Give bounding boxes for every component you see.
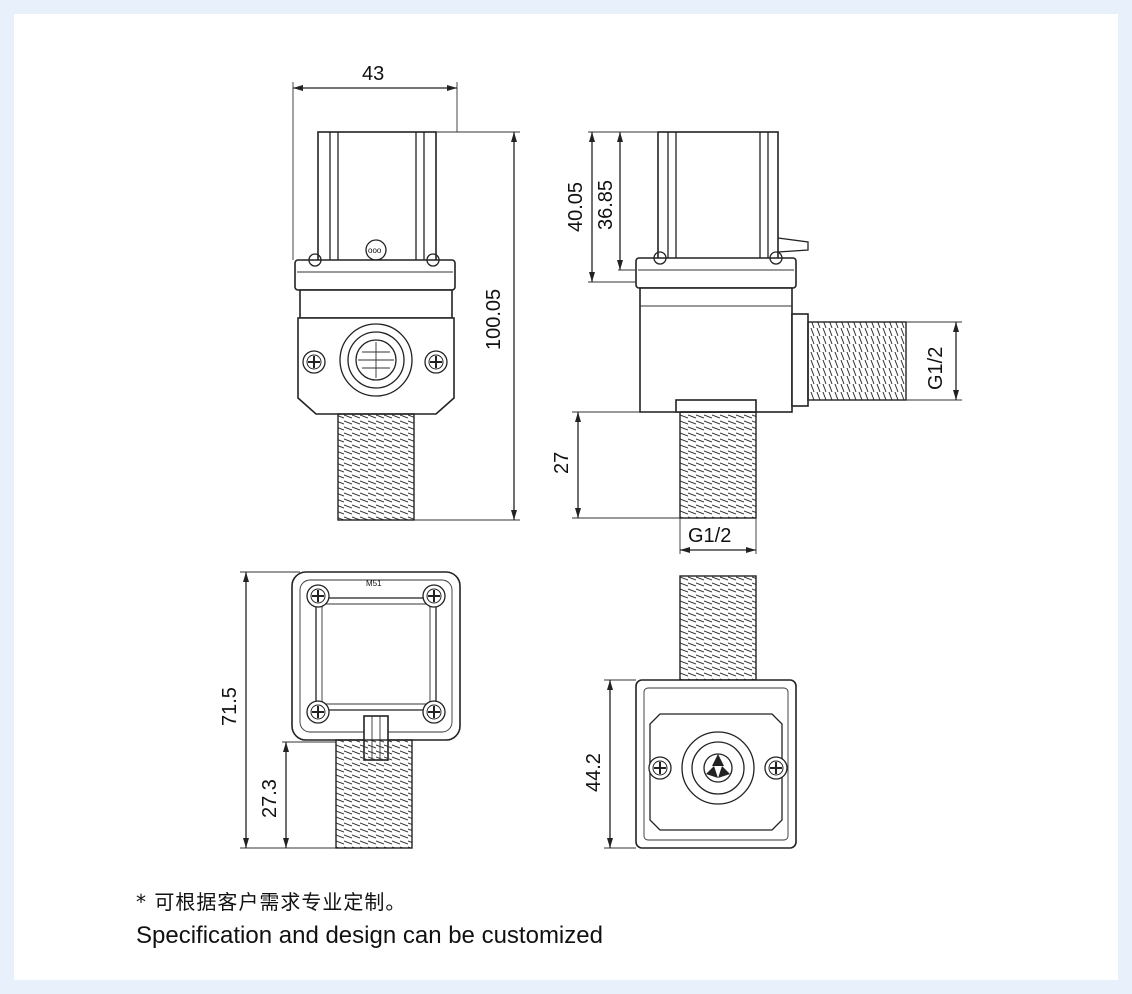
dim-cap-outer: 40.05: [565, 182, 587, 232]
front-view: ooo: [294, 131, 456, 521]
side-view-dimensions: 40.05 36.85 G1/2 27 G1/2: [551, 131, 962, 554]
dim-top-view-thread: 27.3: [259, 779, 281, 818]
bottom-view: [635, 575, 797, 849]
drawing-panel: [14, 14, 1118, 980]
top-view-dimensions: 71.5 27.3: [219, 571, 336, 849]
dim-side-thread: G1/2: [925, 347, 947, 390]
svg-text:ooo: ooo: [368, 246, 382, 255]
dim-top-width: 43: [362, 63, 384, 85]
dim-cap-inner: 36.85: [595, 180, 617, 230]
top-view: M51: [291, 571, 461, 849]
model-mark: M51: [366, 579, 382, 588]
dim-total-height: 100.05: [483, 289, 505, 350]
note-english: Specification and design can be customiz…: [136, 922, 603, 949]
note-chinese: * 可根据客户需求专业定制。: [136, 890, 407, 914]
dim-top-view-height: 71.5: [219, 687, 241, 726]
dim-bottom-view-height: 44.2: [583, 753, 605, 792]
front-view-dimensions: 43 100.05: [292, 63, 520, 521]
bottom-view-dimensions: 44.2: [583, 679, 636, 849]
dim-bottom-thread: G1/2: [688, 525, 731, 547]
dim-bottom-thread-length: 27: [551, 452, 573, 474]
side-view: [635, 131, 907, 519]
